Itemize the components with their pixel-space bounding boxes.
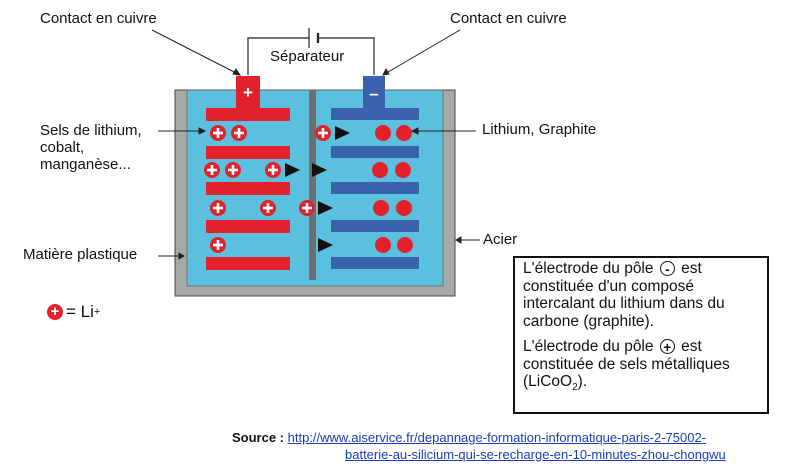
steel-label: Acier (483, 231, 518, 248)
p1-before: L'électrode du pôle (523, 260, 654, 277)
lithium-ion-icon (231, 125, 247, 141)
legend-equals: = (66, 302, 76, 321)
lithium-ion-icon: + (47, 304, 63, 320)
leader-lines (151, 29, 480, 260)
p2-before: L'électrode du pôle (523, 338, 654, 355)
lithium-ion-icon (225, 162, 241, 178)
plus-circle-icon: + (659, 339, 675, 354)
lithium-ion-icon (204, 162, 220, 178)
separator (309, 90, 316, 280)
minus-sign: – (369, 84, 378, 103)
electrode-info-box: L'électrode du pôle - est constituée d'u… (513, 256, 769, 414)
negative-electrode-text: L'électrode du pôle - est constituée d'u… (523, 260, 760, 330)
lithium-ion-icon (315, 125, 331, 141)
legend-charge: + (93, 306, 101, 318)
intercalated-lithium (372, 125, 413, 253)
source-link-line2[interactable]: batterie-au-silicium-qui-se-recharge-en-… (345, 447, 726, 462)
source-link-line1[interactable]: http://www.aiservice.fr/depannage-format… (287, 430, 707, 445)
positive-electrode-plates (206, 108, 290, 270)
lithium-ion-icon (299, 200, 315, 216)
positive-terminal: + (236, 76, 260, 108)
negative-electrode-plates (331, 108, 419, 269)
migration-arrows (285, 126, 350, 252)
p2-after-1: est constituée de sels métalliques (LiCo… (523, 338, 730, 390)
plastic-label: Matière plastique (23, 246, 138, 263)
p2-subscript: 2 (572, 382, 578, 394)
salts-label: Sels de lithium, cobalt, manganèse... (40, 122, 142, 173)
negative-terminal: – (363, 76, 385, 108)
contact-left-label: Contact en cuivre (40, 10, 157, 27)
lithium-ion-icon (210, 200, 226, 216)
p2-after-2: ). (577, 373, 588, 390)
lithium-ion-icon (265, 162, 281, 178)
source-credit: Source : http://www.aiservice.fr/depanna… (232, 430, 726, 462)
lithium-ion-icon (210, 125, 226, 141)
plus-sign: + (243, 83, 253, 102)
positive-electrode-text: L'électrode du pôle + est constituée de … (523, 338, 760, 397)
lithium-ion-icon (210, 237, 226, 253)
source-label: Source : (232, 430, 285, 445)
legend-ion-name: Li (80, 302, 94, 321)
lithium-ion-icon (260, 200, 276, 216)
separator-label: Séparateur (270, 48, 345, 65)
minus-circle-icon: - (659, 261, 675, 276)
legend: + = Li+ (47, 302, 100, 322)
p1-after: est constituée d'un composé intercalant … (523, 260, 725, 330)
contact-right-label: Contact en cuivre (450, 10, 567, 27)
lithium-ions (204, 125, 331, 253)
lithium-graphite-label: Lithium, Graphite (482, 121, 597, 138)
circuit-wire (247, 28, 375, 75)
